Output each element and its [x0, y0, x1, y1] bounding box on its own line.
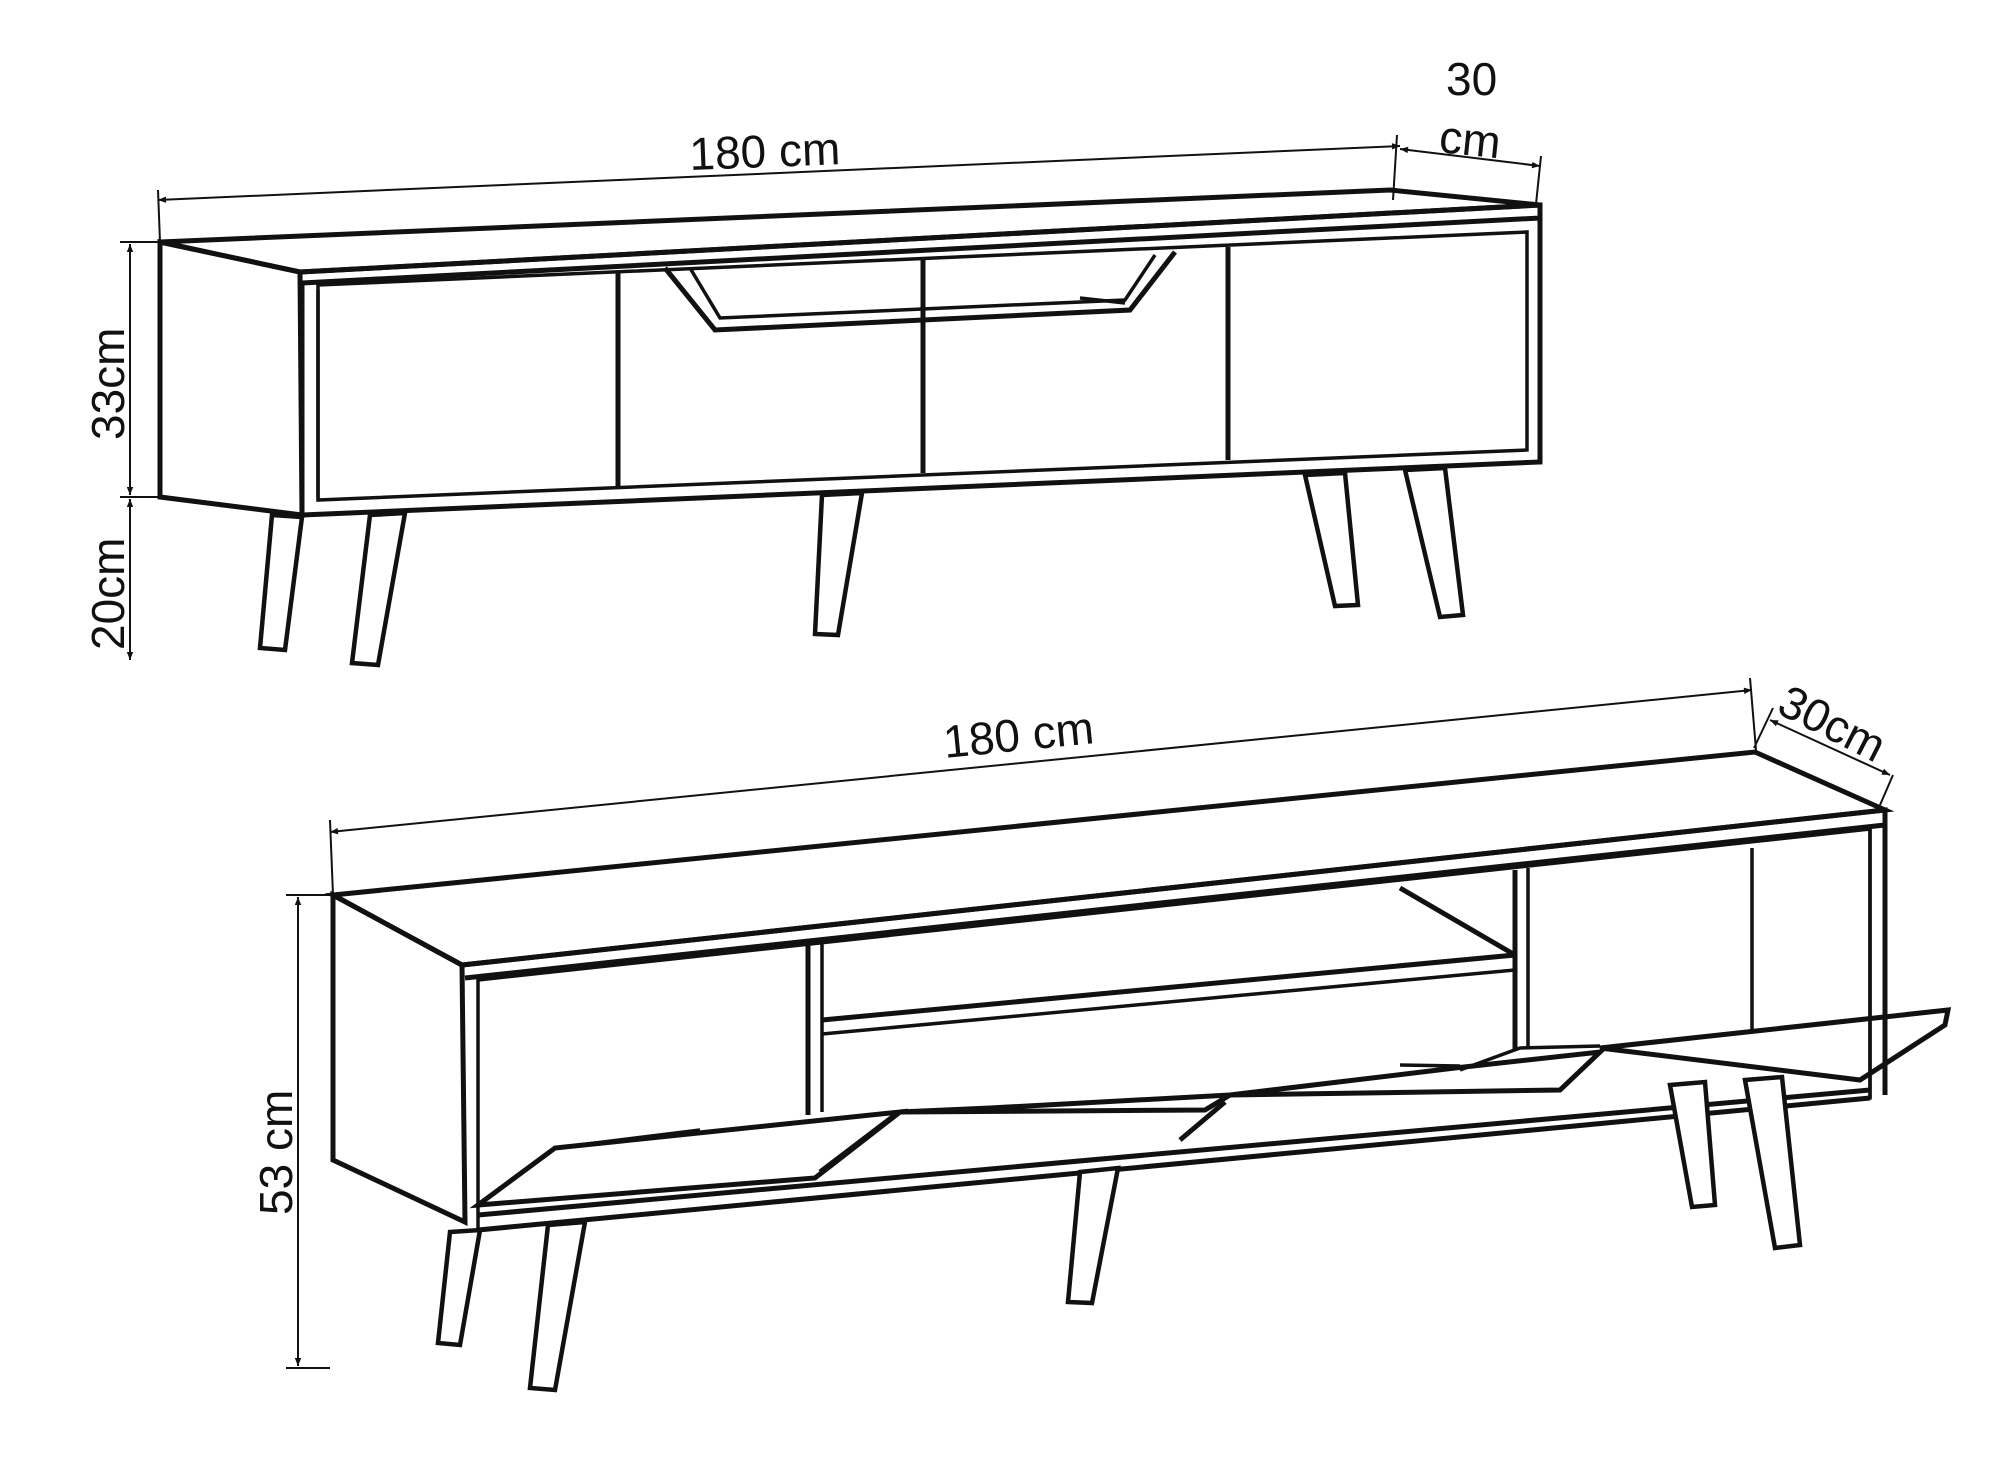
leg-height-label: 20cm	[82, 538, 134, 650]
leg	[435, 1227, 483, 1348]
cabinet-body-open	[324, 749, 1895, 1233]
open-door	[899, 1092, 1232, 1115]
open-door	[1229, 1048, 1608, 1098]
leg	[527, 1219, 588, 1393]
open-door	[1599, 1007, 1952, 1083]
total-height-label: 53 cm	[250, 1090, 302, 1215]
leg	[349, 510, 408, 668]
leg	[1402, 465, 1466, 620]
open-doors	[469, 1007, 1952, 1209]
width-label: 180 cm	[688, 122, 841, 180]
leg	[1065, 1165, 1121, 1306]
open-view: 180 cm 30cm 53 cm	[250, 675, 1952, 1393]
legs-open	[435, 1074, 1803, 1393]
body-height-label: 33cm	[82, 328, 134, 440]
cabinet-body-closed	[157, 187, 1543, 518]
height-dimension-bottom: 53 cm	[250, 894, 330, 1369]
legs-closed	[257, 465, 1466, 668]
depth-label: 30cm	[1770, 675, 1894, 772]
height-dimensions-top: 33cm 20cm	[82, 241, 160, 660]
leg	[812, 490, 865, 638]
depth-label-unit: cm	[1437, 110, 1503, 168]
leg	[257, 512, 305, 653]
leg	[1742, 1074, 1803, 1251]
width-dimension-top: 180 cm	[157, 122, 1401, 243]
depth-dimension-top: 30 cm	[1399, 53, 1542, 205]
leg	[1302, 470, 1361, 609]
depth-label-number: 30	[1446, 53, 1497, 105]
closed-view: 180 cm 30 cm 33cm 20cm	[82, 53, 1543, 668]
leg	[1667, 1079, 1718, 1210]
